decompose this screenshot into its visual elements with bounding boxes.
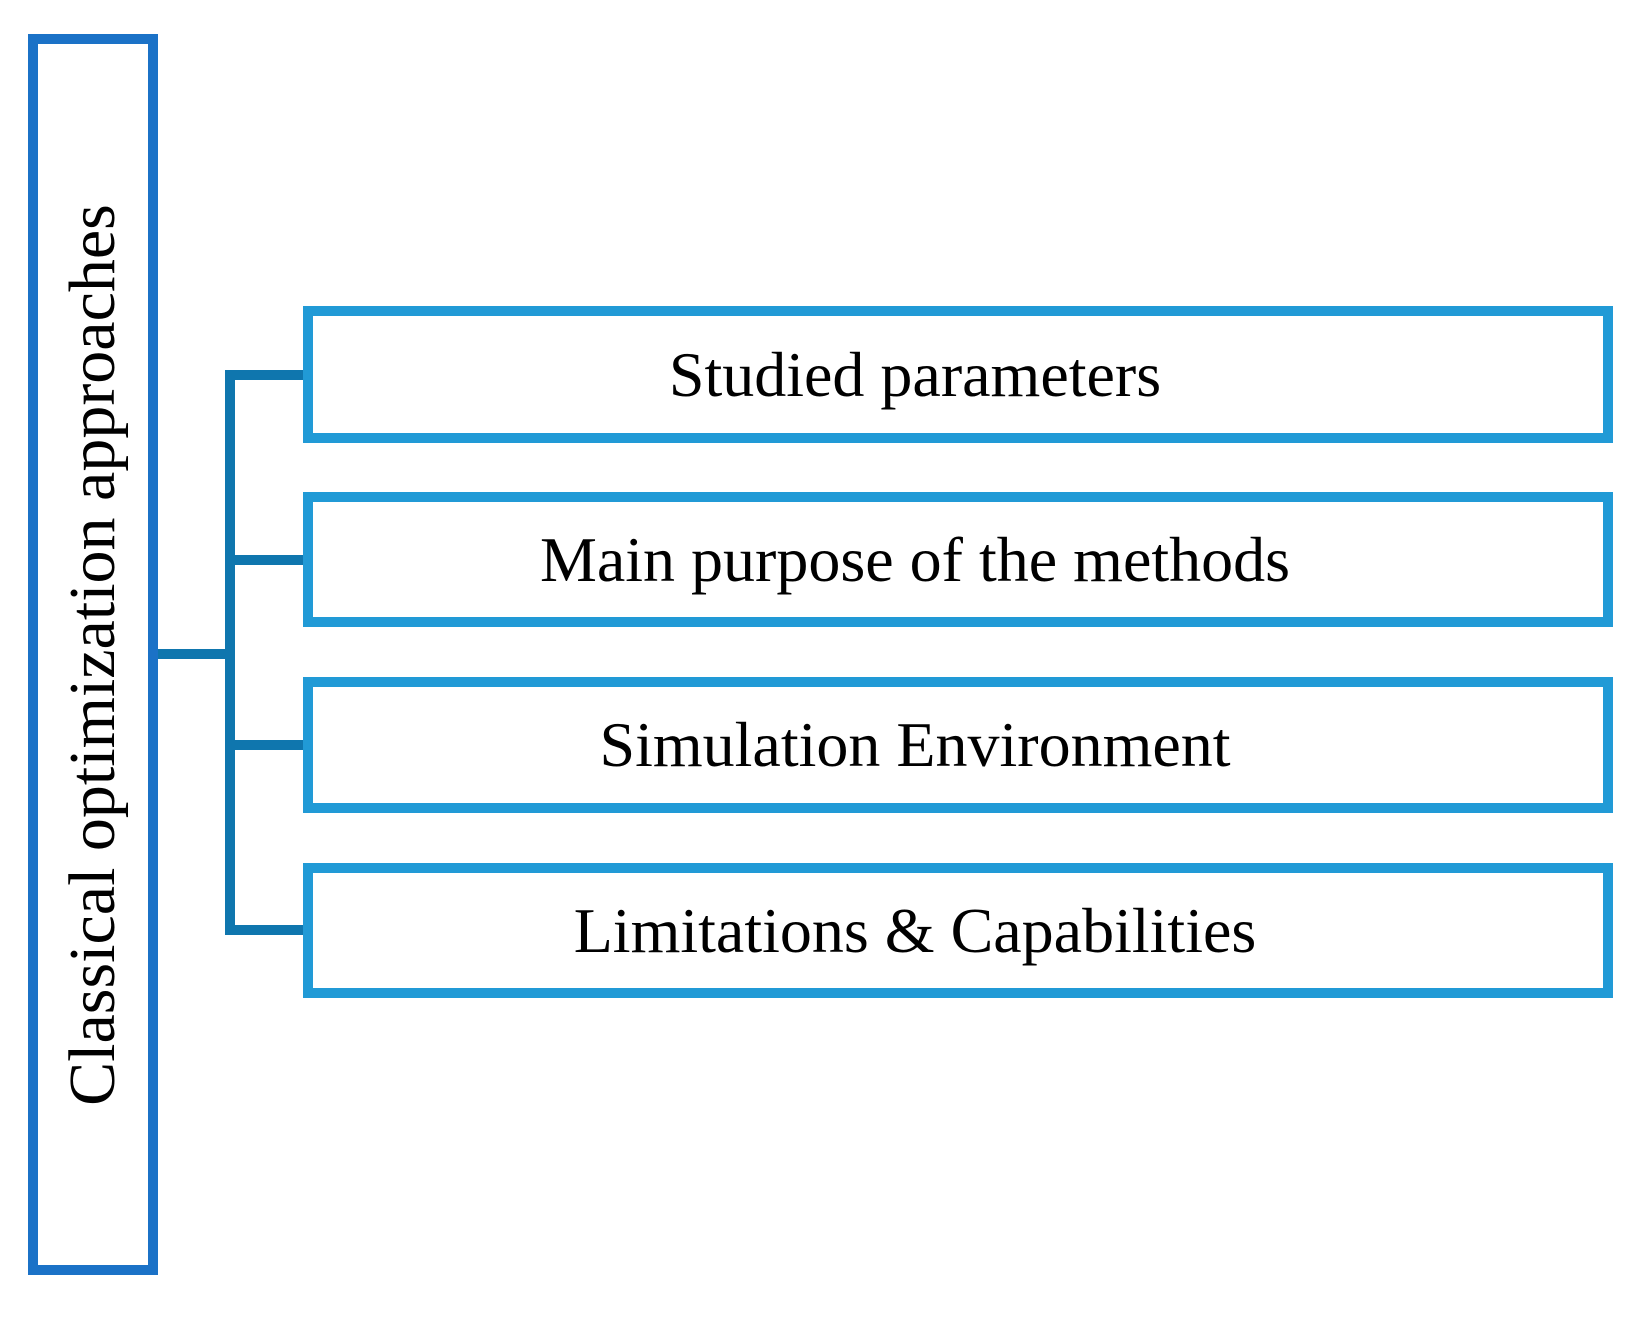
branch-node-limitations-capabilities: Limitations & Capabilities: [303, 863, 1613, 998]
branch-node-main-purpose: Main purpose of the methods: [303, 492, 1613, 627]
root-node-classical-optimization: Classical optimization approaches: [28, 34, 158, 1275]
connector-spine: [225, 370, 235, 935]
connector-branch-stub-3: [230, 740, 303, 750]
branch-node-label: Studied parameters: [668, 338, 1162, 410]
connector-branch-stub-2: [230, 555, 303, 565]
root-node-label: Classical optimization approaches: [56, 203, 129, 1106]
branch-node-simulation-environment: Simulation Environment: [303, 677, 1613, 813]
branch-node-label: Simulation Environment: [599, 709, 1231, 780]
branch-node-studied-parameters: Studied parameters: [303, 306, 1613, 443]
connector-root-stub: [158, 649, 235, 659]
connector-branch-stub-4: [230, 925, 303, 935]
branch-node-label: Main purpose of the methods: [539, 523, 1291, 595]
connector-branch-stub-1: [230, 370, 303, 380]
branch-node-label: Limitations & Capabilities: [573, 894, 1257, 966]
